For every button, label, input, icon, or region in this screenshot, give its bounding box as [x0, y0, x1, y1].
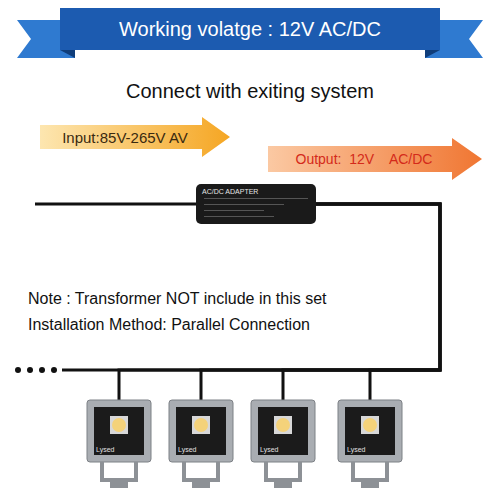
- continuation-dot: [51, 367, 57, 373]
- arrow-band: Output: 12V AC/DC: [268, 138, 482, 180]
- light-shape: [248, 392, 318, 492]
- continuation-dot: [39, 367, 45, 373]
- node-text: Lysed: [347, 446, 365, 453]
- flood-light: Lysed: [248, 392, 318, 492]
- node-text: Lysed: [260, 446, 278, 453]
- arrow-band: Input:85V-265V AV: [40, 117, 230, 157]
- flood-light: Lysed: [166, 392, 236, 492]
- node-text: Output: 12V AC/DC: [296, 151, 433, 167]
- continuation-dot: [27, 367, 33, 373]
- light-shape: [84, 392, 154, 492]
- ribbon-banner: Working volatge : 12V AC/DC: [15, 4, 485, 60]
- input-cable: [35, 203, 196, 206]
- power-adapter: AC/DC ADAPTER: [196, 184, 316, 224]
- node-text: Lysed: [96, 446, 114, 453]
- flood-light: Lysed: [84, 392, 154, 492]
- node-text: Working volatge : 12V AC/DC: [119, 18, 381, 41]
- node-text: Lysed: [178, 446, 196, 453]
- power-wire: [316, 204, 440, 392]
- light-shape: [166, 392, 236, 492]
- node-text: AC/DC ADAPTER: [202, 188, 258, 195]
- light-shape: [335, 392, 405, 492]
- diagram-title: Connect with exiting system: [0, 80, 500, 103]
- note-text: Installation Method: Parallel Connection: [28, 316, 310, 334]
- flood-light: Lysed: [335, 392, 405, 492]
- note-text: Note : Transformer NOT include in this s…: [28, 290, 326, 308]
- node-text: Input:85V-265V AV: [62, 129, 188, 146]
- continuation-dot: [15, 367, 21, 373]
